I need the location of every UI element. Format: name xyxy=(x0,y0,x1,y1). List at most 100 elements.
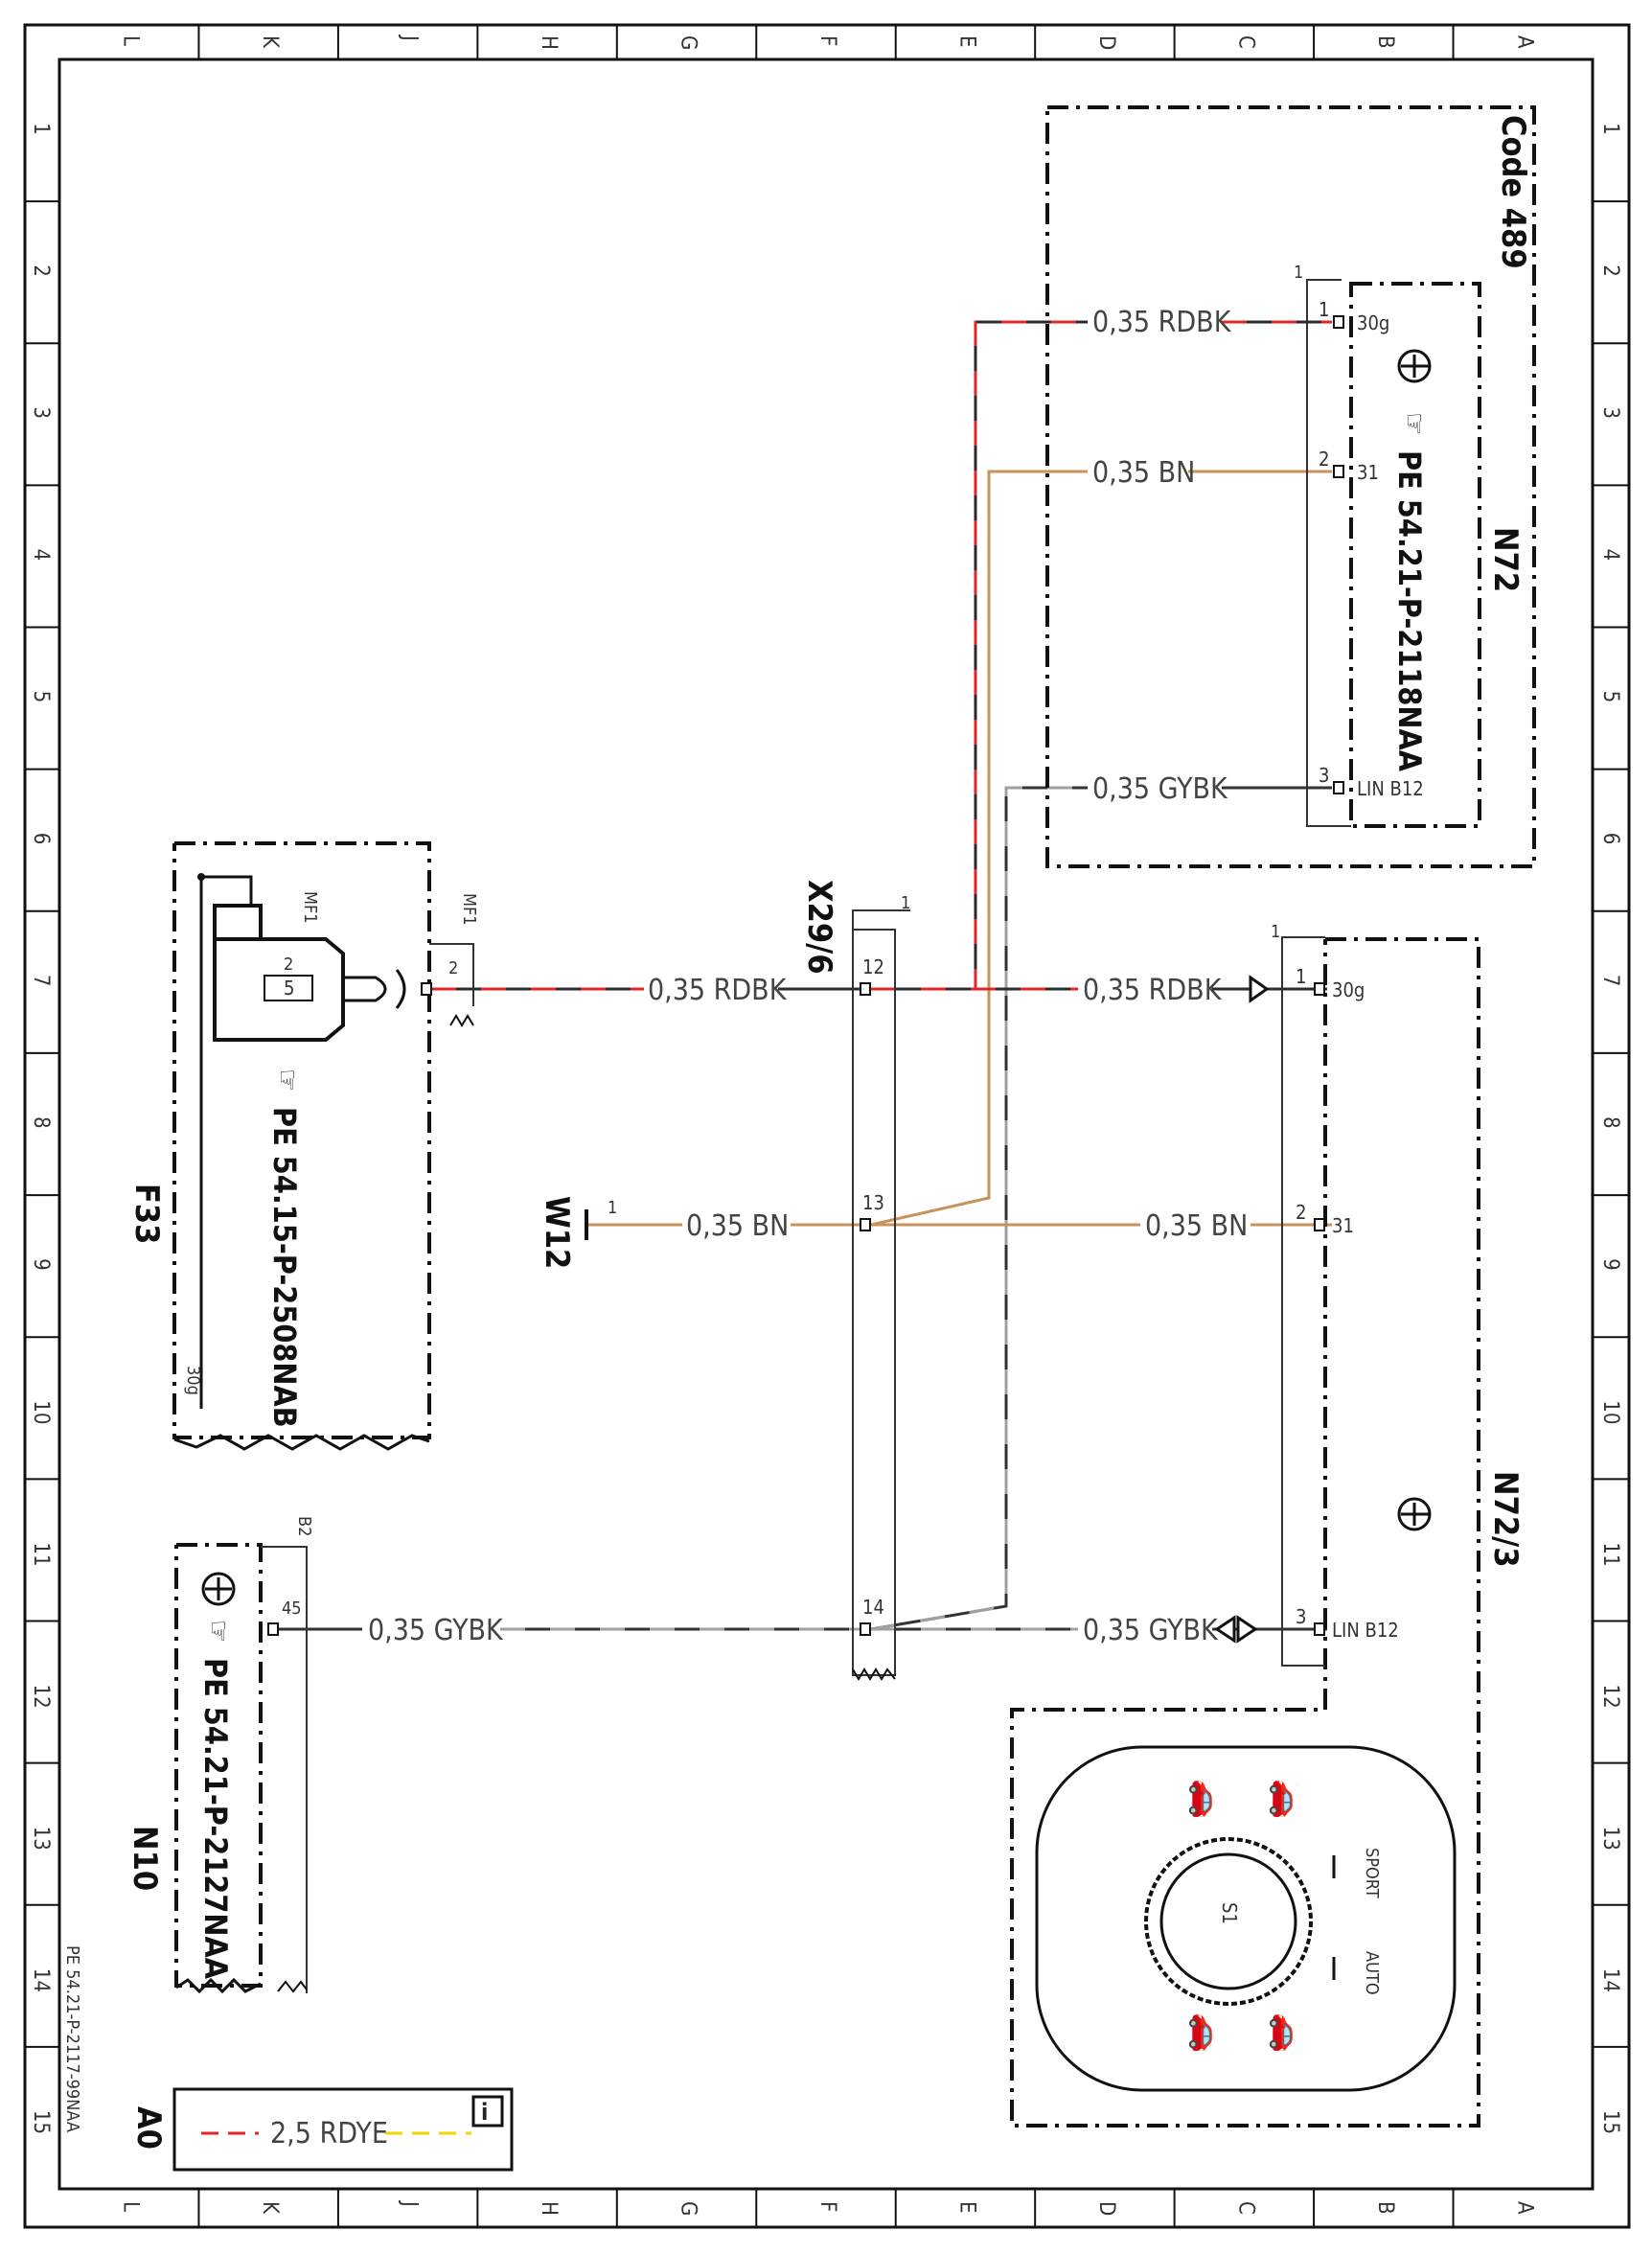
grid-row-label-left: 4 xyxy=(29,548,53,561)
grid-col-label-top: B xyxy=(1373,35,1397,49)
grid-col-label-top: J xyxy=(398,34,422,41)
grid-row-label-left: 9 xyxy=(29,1258,53,1271)
grid-row-label-right: 8 xyxy=(1598,1116,1622,1129)
car-mode-icon-2: 🚗 xyxy=(1268,1779,1306,1819)
car-mode-icon-1: 🚗 xyxy=(1187,1779,1226,1819)
grid-col-label-bottom: J xyxy=(398,2199,422,2207)
rotary-knob xyxy=(1159,1852,1297,1990)
legend-box xyxy=(172,2087,514,2172)
wire-label-rdbk-n723: 0,35 RDBK xyxy=(1083,974,1223,1007)
n72-3-label: N72/3 xyxy=(1486,1471,1525,1568)
n72-3-bracket-label: 1 xyxy=(1271,922,1280,942)
w12-pin: 1 xyxy=(608,1198,617,1218)
b2-break-mark xyxy=(277,1980,308,1993)
switch-s1-label: S1 xyxy=(1218,1902,1241,1924)
grid-row-label-right: 11 xyxy=(1598,1542,1622,1566)
wire-label-bn-w12: 0,35 BN xyxy=(686,1209,789,1243)
grid-row-label-right: 4 xyxy=(1598,548,1622,561)
b2-label: B2 xyxy=(294,1516,314,1536)
car-mode-icon-3: 🚗 xyxy=(1187,2012,1226,2053)
x29-6-bracket-label: 1 xyxy=(901,893,910,913)
grid-row-label-left: 1 xyxy=(29,123,53,135)
sheet-size: A0 xyxy=(129,2106,168,2150)
n72-3-pin-1-label: 30g xyxy=(1332,978,1365,1001)
n10-pe-ref: PE 54.21-P-2127NAA xyxy=(197,1658,234,1980)
w12-group: 1 W12 xyxy=(538,1196,617,1269)
n72-pin-2-number: 2 xyxy=(1319,448,1329,471)
n72-box xyxy=(1349,282,1481,828)
grid-row-label-right: 14 xyxy=(1598,1968,1622,1992)
legend: 2,5 RDYE i A0 PE 54.21-P-2117-99NAA xyxy=(62,1945,514,2172)
n72-3-pin-3-terminal xyxy=(1314,1622,1325,1636)
wire-bn-x29-to-n72 xyxy=(870,470,1088,1227)
n72-3-pin-2-label: 31 xyxy=(1332,1214,1354,1237)
grid-col-label-top: H xyxy=(537,35,561,50)
grid-row-label-right: 5 xyxy=(1598,691,1622,703)
n72-3-pin-3-number: 3 xyxy=(1296,1605,1306,1628)
n10-box xyxy=(174,1543,263,1988)
wire-rdbk-x29-to-n72 xyxy=(871,320,1088,991)
x29-6-connector-body xyxy=(852,929,896,1676)
n72-pe-icon: ☞ xyxy=(1397,412,1431,435)
grid-row-label-left: 13 xyxy=(29,1827,53,1851)
wire-rdbk-x29-to-n72-stripe xyxy=(871,320,1088,991)
n72-3-pins: 1 2 3 30g 31 LIN B12 xyxy=(1296,965,1399,1642)
outer-frame xyxy=(23,23,1631,2229)
grid-col-label-bottom: G xyxy=(677,2201,700,2216)
f33-pe-icon: ☞ xyxy=(270,1069,304,1092)
x29-6-bracket-top xyxy=(852,909,910,930)
n72-3-pin-3-arrow-a xyxy=(1214,1615,1236,1644)
n72-pin-3-number: 3 xyxy=(1319,764,1329,787)
n10-pin-45-label: 45 xyxy=(282,1598,302,1619)
grid-col-label-top: L xyxy=(119,35,143,46)
grid-row-label-left: 2 xyxy=(29,264,53,277)
mf1-break-mark xyxy=(449,1014,474,1027)
grid-col-label-top: A xyxy=(1512,35,1536,49)
grid-row-label-right: 15 xyxy=(1598,2110,1622,2134)
n72-3-connector-bracket xyxy=(1281,936,1325,1667)
n72-3-pin-3-arrow-b xyxy=(1236,1615,1258,1644)
x29-6-pin-12-label: 12 xyxy=(862,955,884,978)
n10-group: B2 45 ☞ PE 54.21-P-2127NAA N10 xyxy=(126,1516,314,1994)
n72-pin-2-terminal xyxy=(1333,465,1344,478)
grid-ticks xyxy=(25,25,1629,2227)
f33-pe-ref: PE 54.15-P-2508NAB xyxy=(266,1107,303,1428)
n72-pe-ref: PE 54.21-P-2118NAA xyxy=(1391,450,1428,772)
grid-row-label-right: 12 xyxy=(1598,1685,1622,1709)
grid-row-label-right: 3 xyxy=(1598,406,1622,419)
n72-3-pin-1-terminal xyxy=(1314,982,1325,996)
n72-pin-3-label: LIN B12 xyxy=(1357,777,1424,800)
x29-6-label: X29/6 xyxy=(800,880,838,975)
n10-label: N10 xyxy=(126,1826,164,1891)
n72-3-pin-2-number: 2 xyxy=(1296,1201,1306,1224)
grid-row-label-right: 7 xyxy=(1598,975,1622,987)
wire-label-rdbk-f33: 0,35 RDBK xyxy=(648,974,788,1007)
legend-label: 2,5 RDYE xyxy=(270,2117,388,2150)
code-489-box xyxy=(1045,105,1536,868)
grid-col-label-bottom: A xyxy=(1512,2201,1536,2215)
n72-pins: 1 2 3 30g 31 LIN B12 xyxy=(1319,298,1424,800)
grid-row-label-right: 9 xyxy=(1598,1258,1622,1271)
grid-col-label-top: K xyxy=(258,35,282,49)
grid-row-label-left: 8 xyxy=(29,1116,53,1129)
n72-3-box xyxy=(1010,937,1480,2128)
wire-label-gybk-n10: 0,35 GYBK xyxy=(368,1614,504,1647)
n72-3-pin-3-label: LIN B12 xyxy=(1332,1619,1399,1642)
x29-6-pin-13-label: 13 xyxy=(862,1191,884,1214)
x29-6-pin-12-terminal xyxy=(860,982,871,996)
f33-fuse-value: 5 xyxy=(284,977,294,1000)
n10-break-mark xyxy=(175,1977,262,1994)
info-icon-glyph: i xyxy=(481,2099,488,2126)
n72-group: 1 1 2 3 30g 31 LIN B12 Code 489 N72 ☞ PE… xyxy=(1045,105,1536,868)
f33-mf1-label: MF1 xyxy=(300,891,320,924)
wire-label-gybk-n723: 0,35 GYBK xyxy=(1083,1614,1219,1647)
grid-col-label-top: E xyxy=(954,35,978,48)
n72-connector-bracket xyxy=(1306,279,1351,827)
grid-row-label-left: 10 xyxy=(29,1400,53,1424)
mf1-pin-terminal xyxy=(421,982,432,996)
grid-col-label-bottom: L xyxy=(119,2201,143,2212)
car-mode-icon-4: 🚗 xyxy=(1268,2012,1306,2053)
wire-gybk-x29-to-n72-stripe xyxy=(870,786,1088,1631)
